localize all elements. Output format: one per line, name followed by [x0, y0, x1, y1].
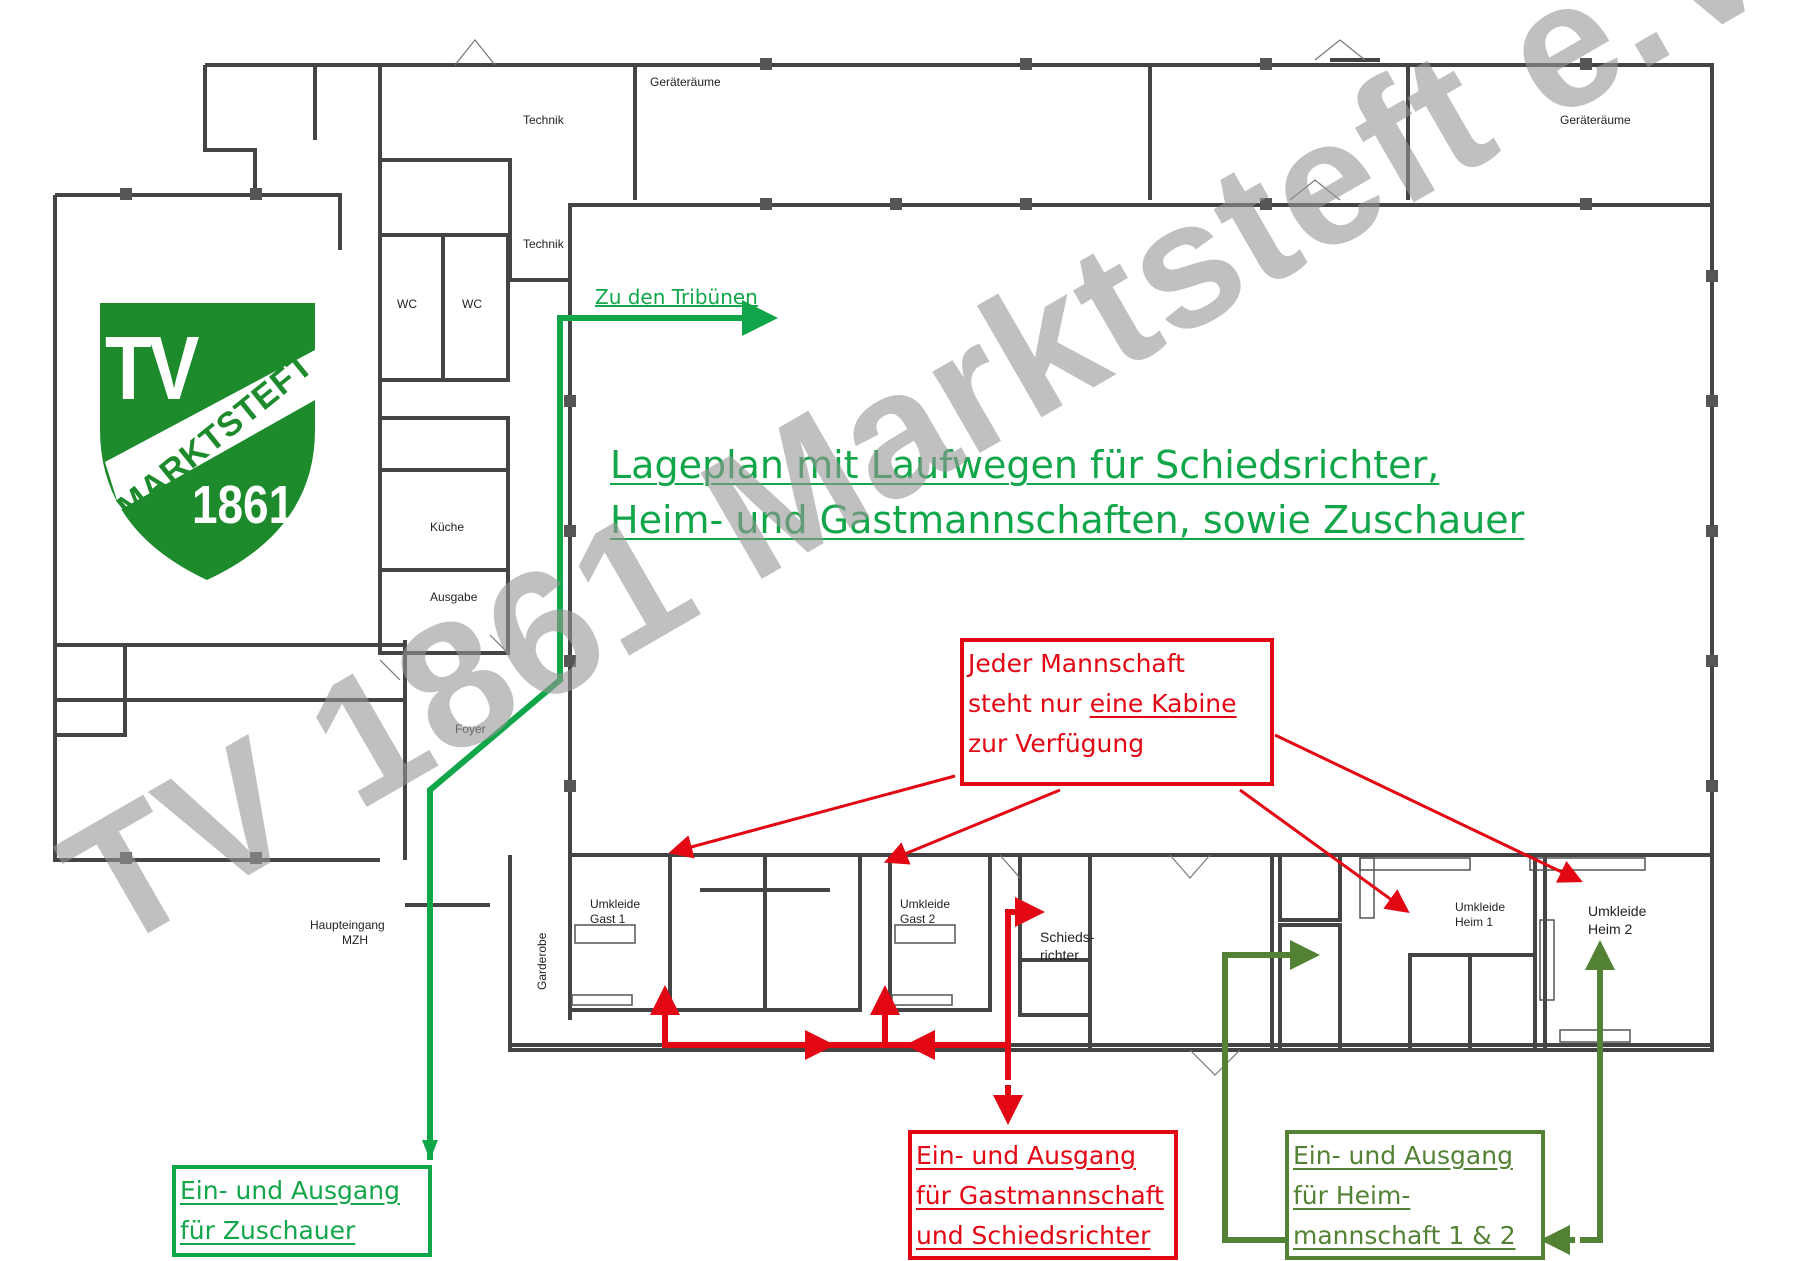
room-foyer: Foyer: [455, 722, 486, 736]
room-schiedsrichter-line1: Schieds-: [1040, 929, 1095, 945]
room-umkleide-heim-1: Umkleide Heim 1: [1455, 900, 1505, 930]
entrance-gast-line1: Ein- und Ausgang: [916, 1141, 1136, 1170]
notice-line2-pre: steht nur: [968, 689, 1090, 718]
room-haupteingang-line1: Haupteingang: [310, 918, 385, 932]
room-schiedsrichter: Schieds- richter: [1040, 928, 1094, 964]
room-wc-1: WC: [397, 297, 417, 311]
notice-line3: zur Verfügung: [968, 729, 1145, 758]
entrance-heim-line2: für Heim-: [1293, 1181, 1411, 1210]
entrance-zuschauer-box: Ein- und Ausgang für Zuschauer: [172, 1165, 432, 1257]
entrance-heim-box: Ein- und Ausgang für Heim- mannschaft 1 …: [1285, 1130, 1545, 1260]
room-umkleide-gast-2-line2: Gast 2: [900, 912, 936, 926]
tribune-link[interactable]: Zu den Tribünen: [595, 285, 758, 309]
entrance-zuschauer-line1: Ein- und Ausgang: [180, 1176, 400, 1205]
room-umkleide-heim-2-line2: Heim 2: [1588, 921, 1633, 937]
notice-line2-underlined: eine Kabine: [1089, 689, 1237, 718]
entrance-heim-line1: Ein- und Ausgang: [1293, 1141, 1513, 1170]
entrance-gast-line2: für Gastmannschaft: [916, 1181, 1164, 1210]
home-route: [1222, 940, 1615, 1255]
entrance-zuschauer-line2: für Zuschauer: [180, 1216, 356, 1245]
room-technik-1: Technik: [523, 113, 564, 127]
room-umkleide-gast-2-line1: Umkleide: [900, 897, 951, 911]
room-umkleide-heim-2-line1: Umkleide: [1588, 903, 1647, 919]
notice-box: Jeder Mannschaft steht nur eine Kabine z…: [960, 638, 1274, 786]
room-umkleide-gast-2: Umkleide Gast 2: [900, 897, 950, 927]
room-umkleide-gast-1-line2: Gast 1: [590, 912, 626, 926]
columns: [120, 58, 1718, 864]
room-kueche: Küche: [430, 520, 465, 534]
guest-route: [650, 897, 1045, 1125]
logo-year-text: 1861: [192, 475, 295, 535]
entrance-gast-line3: und Schiedsrichter: [916, 1221, 1151, 1250]
visitor-route: [422, 300, 778, 1160]
entrance-heim-line3: mannschaft 1 & 2: [1293, 1221, 1516, 1250]
room-garderobe: Garderobe: [535, 932, 549, 990]
page-title-line2: Heim- und Gastmannschaften, sowie Zuscha…: [610, 498, 1525, 542]
room-haupteingang: Haupteingang MZH: [310, 918, 385, 948]
room-umkleide-heim-1-line2: Heim 1: [1455, 915, 1494, 929]
club-logo: [100, 303, 315, 580]
room-schiedsrichter-line2: richter: [1040, 947, 1079, 963]
entrance-gast-box: Ein- und Ausgang für Gastmannschaft und …: [908, 1130, 1178, 1260]
room-geraeteraeume-1: Geräteräume: [650, 75, 721, 89]
room-umkleide-gast-1: Umkleide Gast 1: [590, 897, 640, 927]
room-haupteingang-line2: MZH: [342, 933, 368, 947]
notice-line1: Jeder Mannschaft: [968, 649, 1185, 678]
page-title-line1: Lageplan mit Laufwegen für Schiedsrichte…: [610, 443, 1440, 487]
room-umkleide-heim-2: Umkleide Heim 2: [1588, 902, 1646, 938]
logo-tv-text: TV: [105, 319, 199, 419]
notice-pointers: [668, 733, 1583, 914]
page-title: Lageplan mit Laufwegen für Schiedsrichte…: [610, 438, 1610, 548]
room-wc-2: WC: [462, 297, 482, 311]
room-umkleide-heim-1-line1: Umkleide: [1455, 900, 1506, 914]
room-umkleide-gast-1-line1: Umkleide: [590, 897, 641, 911]
room-ausgabe: Ausgabe: [430, 590, 478, 604]
notice-line2: steht nur eine Kabine: [968, 684, 1266, 724]
room-geraeteraeume-2: Geräteräume: [1560, 113, 1631, 127]
room-technik-2: Technik: [523, 237, 564, 251]
